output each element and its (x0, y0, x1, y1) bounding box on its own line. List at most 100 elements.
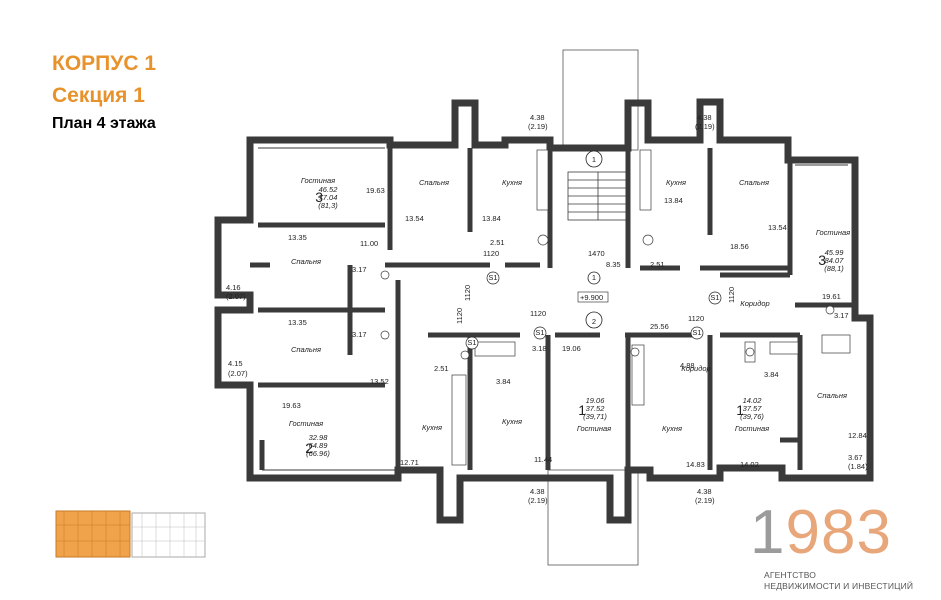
svg-text:13.35: 13.35 (288, 318, 307, 327)
svg-text:1120: 1120 (455, 308, 464, 324)
svg-text:4.38: 4.38 (697, 487, 712, 496)
svg-text:1: 1 (592, 273, 596, 282)
svg-text:19.06: 19.06 (562, 344, 581, 353)
svg-text:13.54: 13.54 (405, 214, 424, 223)
svg-text:14.02: 14.02 (743, 396, 763, 405)
svg-text:3.17: 3.17 (352, 265, 367, 274)
svg-text:Гостиная: Гостиная (816, 228, 850, 237)
stair-marker (585, 150, 603, 168)
svg-text:(2.07): (2.07) (228, 369, 248, 378)
svg-text:1120: 1120 (727, 287, 736, 303)
svg-text:32.98: 32.98 (309, 433, 329, 442)
building-title: КОРПУС 1 (52, 52, 156, 75)
building-minimap (55, 510, 206, 558)
svg-text:4.16: 4.16 (226, 283, 241, 292)
door-tags: S1 S1 S1 S1 S1 (465, 271, 722, 350)
svg-text:46.52: 46.52 (319, 185, 339, 194)
svg-text:1470: 1470 (588, 249, 605, 258)
svg-text:2: 2 (592, 317, 596, 326)
outer-wall-inner-line (258, 147, 848, 471)
svg-text:(1.84): (1.84) (848, 462, 868, 471)
svg-text:(39,76): (39,76) (740, 412, 764, 421)
apt-marker-2 (585, 311, 603, 329)
svg-text:77.04: 77.04 (319, 193, 338, 202)
svg-text:3.17: 3.17 (352, 330, 367, 339)
svg-text:13.35: 13.35 (288, 233, 307, 242)
area-values: 19.63 13.54 13.84 13.84 13.54 18.56 13.3… (226, 113, 868, 505)
svg-text:Кухня: Кухня (662, 424, 682, 433)
svg-text:Гостиная: Гостиная (577, 424, 611, 433)
svg-text:Кухня: Кухня (666, 178, 686, 187)
svg-text:12.71: 12.71 (400, 458, 419, 467)
svg-text:Спальня: Спальня (739, 178, 769, 187)
svg-text:S1: S1 (467, 338, 476, 347)
level-mark: +9.900 (580, 293, 603, 302)
svg-text:2.51: 2.51 (490, 238, 505, 247)
svg-text:14.83: 14.83 (686, 460, 705, 469)
svg-text:13.52: 13.52 (370, 377, 389, 386)
svg-text:3.67: 3.67 (848, 453, 863, 462)
interior-walls (250, 145, 855, 470)
svg-text:3.84: 3.84 (496, 377, 511, 386)
svg-text:(39,71): (39,71) (583, 412, 607, 421)
svg-text:2.51: 2.51 (650, 260, 665, 269)
apt-marker-1 (587, 271, 601, 285)
agency-name: АГЕНТСТВО НЕДВИЖИМОСТИ И ИНВЕСТИЦИЙ (764, 570, 914, 591)
svg-text:3.17: 3.17 (834, 311, 849, 320)
svg-text:19.61: 19.61 (822, 292, 841, 301)
svg-text:64.89: 64.89 (309, 441, 329, 450)
door-widths: 1120 1120 1470 1120 1120 1120 1120 (455, 249, 736, 324)
svg-text:1120: 1120 (463, 285, 472, 301)
svg-text:Гостиная: Гостиная (289, 419, 323, 428)
svg-text:8.35: 8.35 (606, 260, 621, 269)
svg-text:25.56: 25.56 (650, 322, 669, 331)
svg-text:Кухня: Кухня (502, 178, 522, 187)
svg-text:13.54: 13.54 (768, 223, 787, 232)
svg-text:(88,1): (88,1) (824, 264, 844, 273)
plan-title: План 4 этажа (52, 115, 156, 132)
svg-text:Гостиная: Гостиная (301, 176, 335, 185)
level-mark-box (577, 291, 609, 303)
svg-text:3: 3 (818, 252, 826, 268)
room-labels: Гостиная Спальня Кухня Кухня Спальня Гос… (289, 176, 850, 433)
apartment-summaries: 3 46.52 77.04 (81,3) 3 45.99 84.07 (88,1… (305, 185, 844, 458)
svg-text:(2.19): (2.19) (528, 496, 548, 505)
svg-text:13.84: 13.84 (664, 196, 683, 205)
svg-text:12.84: 12.84 (848, 431, 867, 440)
svg-text:Гостиная: Гостиная (735, 424, 769, 433)
svg-text:Коридор: Коридор (740, 299, 769, 308)
svg-text:37.57: 37.57 (743, 404, 763, 413)
svg-text:45.99: 45.99 (825, 248, 845, 257)
svg-text:S1: S1 (535, 328, 544, 337)
svg-text:1120: 1120 (530, 309, 546, 318)
svg-text:3.84: 3.84 (764, 370, 779, 379)
svg-text:(2.19): (2.19) (695, 496, 715, 505)
svg-text:S1: S1 (692, 328, 701, 337)
svg-text:(81,3): (81,3) (318, 201, 338, 210)
svg-text:14.02: 14.02 (740, 460, 759, 469)
svg-text:(2.19): (2.19) (695, 122, 715, 131)
svg-text:S1: S1 (488, 273, 497, 282)
brand-logo: 1983 (750, 498, 892, 567)
svg-text:S1: S1 (710, 293, 719, 302)
svg-text:1: 1 (736, 402, 744, 418)
svg-text:2.51: 2.51 (434, 364, 449, 373)
svg-text:4.88: 4.88 (680, 361, 695, 370)
svg-text:19.63: 19.63 (282, 401, 301, 410)
svg-text:4.38: 4.38 (530, 113, 545, 122)
svg-text:84.07: 84.07 (825, 256, 845, 265)
svg-text:1120: 1120 (483, 249, 499, 258)
svg-text:19.63: 19.63 (366, 186, 385, 195)
svg-text:Коридор: Коридор (681, 364, 710, 373)
kitchen-fixtures (380, 149, 851, 466)
svg-text:13.84: 13.84 (482, 214, 501, 223)
svg-text:Спальня: Спальня (291, 345, 321, 354)
svg-text:37.52: 37.52 (586, 404, 606, 413)
outer-wall (214, 98, 874, 524)
svg-text:Кухня: Кухня (422, 423, 442, 432)
stair-number: 1 (592, 155, 596, 164)
svg-text:(2.19): (2.19) (528, 122, 548, 131)
svg-text:3.18: 3.18 (532, 344, 547, 353)
svg-text:2: 2 (305, 440, 313, 456)
